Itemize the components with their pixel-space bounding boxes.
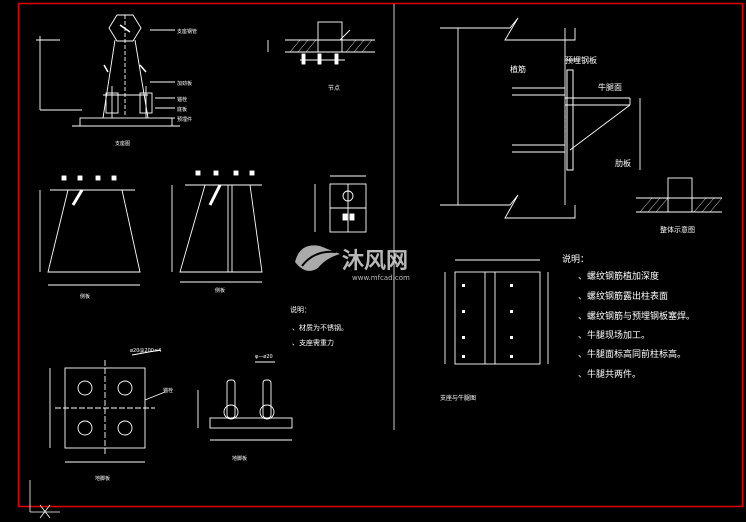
bolt-top-label: φ—ø20 (255, 354, 273, 360)
side-view-b (171, 170, 263, 283)
node-hatch (289, 39, 373, 53)
side-view-a (39, 175, 141, 286)
plan-caption: 地脚板 (95, 475, 110, 482)
plan-side-label: 锚栓 (163, 387, 173, 394)
corbel-dots (462, 284, 513, 358)
embedded-plate (566, 69, 574, 171)
front-view-caption: 支座图 (115, 140, 130, 147)
callout-1: 支座钢管 (177, 28, 197, 35)
left-notes-title: 说明： (290, 305, 311, 314)
section-hatch (639, 197, 723, 213)
label-stiffener: 肋板 (615, 158, 631, 168)
callout-4: 底板 (177, 106, 187, 113)
node-detail (267, 21, 375, 65)
column-elevation (440, 17, 641, 219)
node-caption: 节点 (328, 84, 340, 92)
small-plan-detail (314, 175, 367, 233)
label-corbel-face: 牛腿面 (598, 82, 622, 92)
side-view-b-caption: 侧板 (215, 287, 225, 294)
elevation-caption: 支座与牛腿图 (440, 394, 476, 402)
hatch-marks-front (103, 24, 147, 73)
watermark-url: www.mfcad.com (352, 274, 410, 282)
watermark: 沐风网 www.mfcad.com (295, 245, 410, 282)
watermark-brand: 沐风网 (342, 249, 408, 274)
side-b-weld (208, 184, 222, 206)
right-note-2: 、螺纹钢筋露出柱表面 (578, 290, 668, 302)
section-detail (636, 177, 722, 213)
side-a-weld (71, 189, 84, 206)
right-note-4: 、牛腿现场加工。 (578, 329, 650, 341)
right-note-1: 、螺纹钢筋植加深度 (578, 270, 659, 282)
right-note-6: 、牛腿共两件。 (578, 368, 641, 380)
drawing-border (17, 2, 744, 508)
right-notes-title: 说明： (562, 253, 589, 265)
right-note-3: 、螺纹钢筋与预埋钢板塞焊。 (578, 310, 695, 322)
support-front-view (36, 14, 180, 127)
right-note-5: 、牛腿面标高同前柱标高。 (578, 348, 686, 360)
left-note-1: 、材质为不锈钢。 (292, 323, 348, 332)
watermark-logo-icon (295, 245, 340, 271)
callout-2: 加劲板 (177, 80, 192, 87)
plan-callout-note: ø20@200×4 (130, 348, 161, 354)
callout-3: 锚栓 (177, 96, 187, 103)
corbel-plan (444, 259, 549, 365)
base-plate-plan (49, 349, 166, 463)
label-embedded-plate: 预埋钢板 (565, 55, 597, 65)
ucs-icon (29, 480, 60, 519)
label-rebar: 植筋 (510, 64, 526, 74)
bolt-caption: 地脚板 (232, 455, 247, 462)
left-note-2: 、支座需重力 (292, 338, 334, 347)
side-view-a-caption: 侧板 (80, 293, 90, 300)
callout-5: 预埋件 (177, 116, 192, 123)
anchor-bolt-detail (197, 361, 293, 441)
label-section: 整体示意图 (660, 225, 695, 234)
